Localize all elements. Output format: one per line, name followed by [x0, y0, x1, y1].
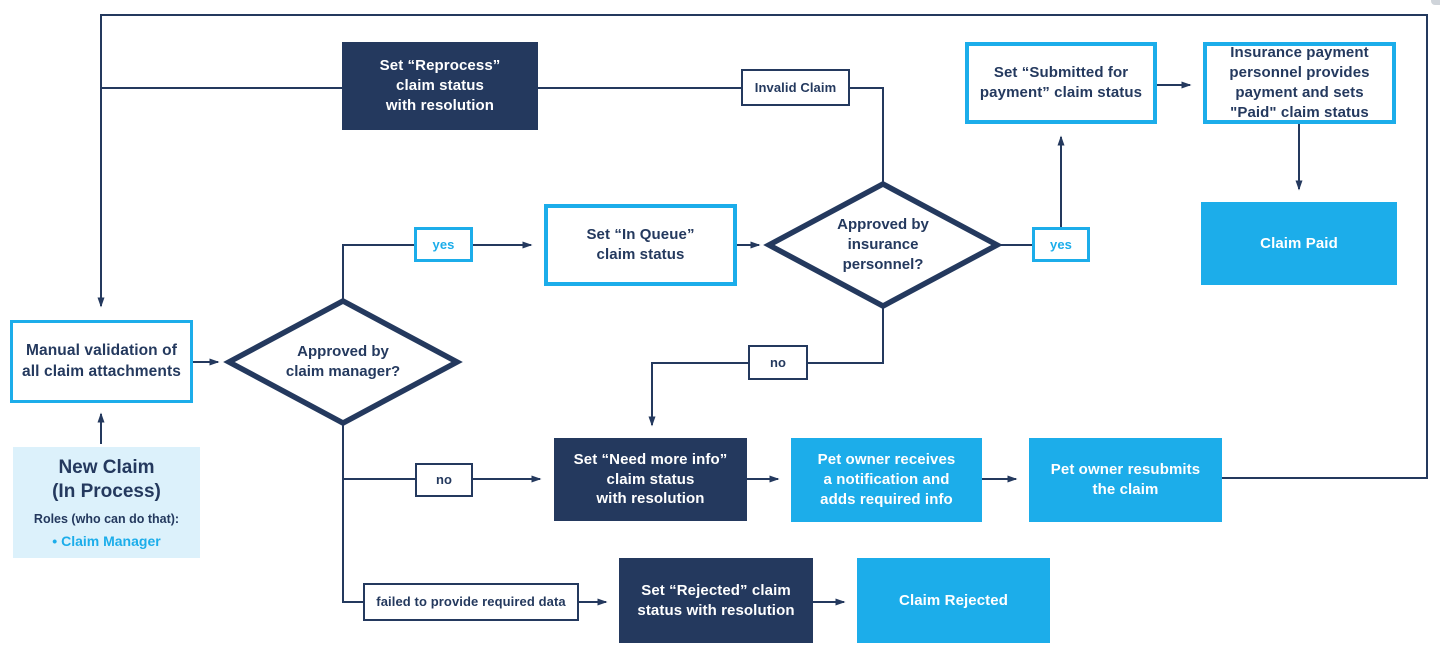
label-roles: Roles (who can do that): [33, 512, 180, 527]
label-yes-insurance: yes [1032, 227, 1090, 262]
label-no-insurance: no [748, 345, 808, 380]
label-yes-claim-manager: yes [414, 227, 473, 262]
label-failed-to-provide-data: failed to provide required data [363, 583, 579, 621]
node-set-reprocess: Set “Reprocess” claim status with resolu… [342, 42, 538, 130]
label-no-claim-manager: no [415, 463, 473, 497]
new-claim-title: New Claim (In Process) [52, 456, 161, 502]
node-set-submitted-for-payment: Set “Submitted for payment” claim status [965, 42, 1157, 124]
node-manual-validation: Manual validation of all claim attachmen… [10, 320, 193, 403]
node-set-need-more-info: Set “Need more info” claim status with r… [554, 438, 747, 521]
decision-approved-by-insurance-personnel [763, 180, 1003, 310]
decision-approved-by-claim-manager [223, 297, 463, 427]
node-set-in-queue: Set “In Queue” claim status [544, 204, 737, 286]
node-pet-owner-receives: Pet owner receives a notification and ad… [791, 438, 982, 522]
node-insurance-payment-personnel: Insurance payment personnel provides pay… [1203, 42, 1396, 124]
node-new-claim: New Claim (In Process) Roles (who can do… [13, 447, 200, 558]
label-role-claim-manager: • Claim Manager [52, 533, 161, 550]
node-claim-rejected: Claim Rejected [857, 558, 1050, 643]
node-set-rejected: Set “Rejected” claim status with resolut… [619, 558, 813, 643]
node-pet-owner-resubmits: Pet owner resubmits the claim [1029, 438, 1222, 522]
node-claim-paid: Claim Paid [1201, 202, 1397, 285]
label-invalid-claim: Invalid Claim [741, 69, 850, 106]
decision-insurance-label: Approved by insurance personnel? [837, 216, 929, 273]
screen-corner-fragment [1431, 0, 1440, 5]
decision-claim-manager-label: Approved by claim manager? [285, 343, 401, 380]
